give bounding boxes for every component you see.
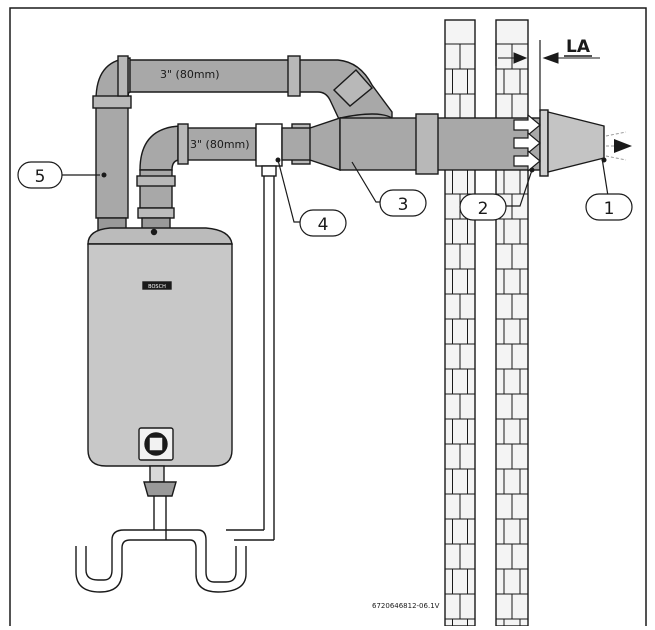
tee-drain-fitting	[261, 165, 277, 177]
upper-pipe-collar-1	[92, 95, 132, 109]
la-arrow-left	[498, 52, 528, 64]
heater-body	[87, 243, 233, 467]
callout-5-pill	[17, 161, 63, 189]
termination-ring	[539, 109, 549, 177]
lower-pipe-collar-2	[136, 175, 176, 187]
callout-4-leader	[277, 159, 300, 223]
heater-brand-text: BOSCH	[148, 284, 166, 290]
heater-bottom-fitting	[149, 465, 165, 483]
heater-drain-line	[75, 496, 247, 593]
callout-3-leader	[351, 161, 380, 203]
callout-2-leader	[506, 169, 533, 207]
exhaust-reducer	[309, 117, 341, 171]
callout-2-number: 2	[478, 199, 489, 219]
la-label: LA	[566, 37, 591, 57]
callout-1-pill	[585, 193, 633, 221]
callout-5-number: 5	[35, 167, 46, 187]
callout-3-pill	[379, 189, 427, 217]
airflow-arrow-3	[513, 149, 541, 173]
heater-display	[149, 437, 163, 451]
callout-3-number: 3	[398, 195, 409, 215]
upper-pipe-vertical	[95, 99, 129, 219]
callout-5-dot	[101, 172, 107, 178]
lower-pipe-collar-1	[177, 123, 189, 165]
wall	[444, 19, 529, 627]
airflow-arrow-2	[513, 131, 541, 155]
heater-drain-funnel	[143, 481, 177, 497]
tee-drain-line	[226, 166, 275, 541]
callout-1-leader	[601, 157, 609, 197]
callout-4-number: 4	[318, 215, 329, 235]
heater-top-cap	[87, 227, 233, 245]
condensate-drain	[75, 165, 277, 593]
concentric-pipe	[339, 117, 541, 171]
callout-1-dot	[601, 157, 607, 163]
water-heater: BOSCH	[87, 227, 233, 497]
lower-pipe-size-label: 3" (80mm)	[190, 138, 250, 151]
upper-pipe-diagonal-collar	[332, 69, 374, 107]
vent-pipe-system	[92, 55, 605, 241]
heater-top-vent	[150, 228, 158, 236]
lower-pipe-base	[137, 207, 175, 219]
exhaust-arrow	[614, 139, 632, 153]
lower-pipe-elbow	[139, 125, 181, 171]
figure-frame	[9, 7, 647, 630]
figure-id: 6720646812-06.1V	[372, 602, 440, 610]
callout-1-number: 1	[604, 199, 615, 219]
la-dimension: LA	[495, 37, 600, 112]
exhaust-outflow	[605, 131, 632, 161]
upper-pipe-size-label: 3" (80mm)	[160, 68, 220, 81]
wall-brick-joints	[445, 43, 528, 626]
heater-brand-badge	[142, 281, 172, 290]
termination-cap	[547, 111, 605, 173]
airflow-arrows	[513, 113, 541, 173]
callout-2-dot	[529, 167, 535, 173]
airflow-arrow-1	[513, 113, 541, 137]
callout-2-pill	[459, 193, 507, 221]
upper-pipe-collar-2	[117, 55, 129, 97]
callout-4-dot	[275, 157, 281, 163]
concentric-collar	[415, 113, 439, 175]
la-arrow-right	[542, 52, 600, 64]
concentric-joint	[339, 113, 393, 119]
callout-4-pill	[299, 209, 347, 237]
upper-pipe-collar-3	[287, 55, 301, 97]
callouts	[17, 157, 633, 237]
